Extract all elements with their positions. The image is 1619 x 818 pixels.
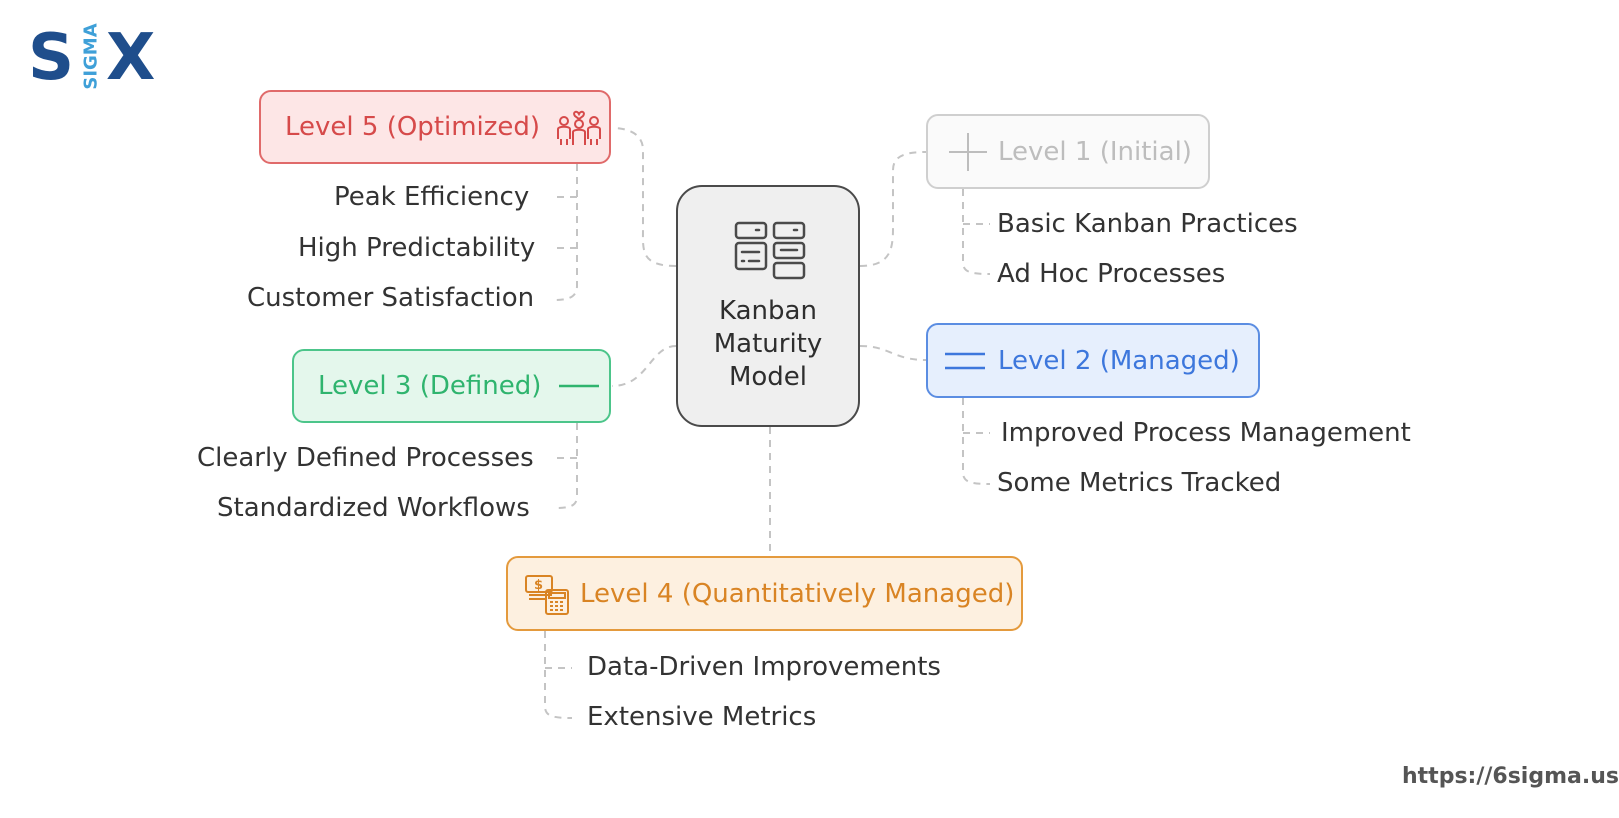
level2-title: Level 2 (Managed) — [998, 345, 1240, 376]
connector-center-level2 — [859, 345, 927, 361]
svg-text:$: $ — [534, 578, 543, 593]
level3-node: Level 3 (Defined) — [292, 349, 611, 423]
level4-item-data-driven-improvements: Data-Driven Improvements — [587, 652, 941, 682]
double-line-icon — [944, 350, 986, 372]
level5-item-high-predictability: High Predictability — [298, 233, 536, 263]
logo-sigma-text: SIGMA — [80, 23, 102, 90]
level2-item-improved-process-management: Improved Process Management — [1001, 418, 1411, 448]
team-heart-icon — [556, 107, 602, 147]
level1-item-ad-hoc-processes: Ad Hoc Processes — [997, 259, 1226, 289]
six-sigma-logo: S SIGMA X — [28, 21, 158, 96]
level1-item-basic-kanban-practices: Basic Kanban Practices — [997, 209, 1298, 239]
level1-node: Level 1 (Initial) — [926, 114, 1210, 189]
level1-title: Level 1 (Initial) — [998, 136, 1192, 167]
level5-item-customer-satisfaction: Customer Satisfaction — [247, 283, 535, 313]
kanban-board-icon — [734, 221, 806, 280]
level4-title: Level 4 (Quantitatively Managed) — [580, 578, 1015, 609]
level5-title: Level 5 (Optimized) — [285, 112, 541, 142]
logo-letter-x: X — [106, 21, 156, 95]
center-node-label: Kanban Maturity Model — [713, 296, 823, 392]
source-url[interactable]: https://6sigma.us — [1402, 764, 1619, 789]
connector-center-level1 — [859, 151, 927, 267]
level5-node: Level 5 (Optimized) — [259, 90, 611, 164]
logo-letter-s: S — [28, 21, 75, 95]
level4-node: $ Level 4 (Quantitatively Managed) — [506, 556, 1023, 631]
line-icon — [557, 381, 601, 391]
level5-item-peak-efficiency: Peak Efficiency — [334, 182, 530, 212]
plus-icon — [948, 132, 988, 172]
connector-center-level3 — [611, 345, 677, 387]
level3-title: Level 3 (Defined) — [318, 371, 542, 401]
connector-center-level5 — [611, 127, 677, 267]
money-calculator-icon: $ — [524, 572, 570, 616]
center-node-kanban-maturity-model: Kanban Maturity Model — [676, 185, 860, 427]
level3-item-standardized-workflows: Standardized Workflows — [217, 493, 530, 523]
level2-node: Level 2 (Managed) — [926, 323, 1260, 398]
level2-item-some-metrics-tracked: Some Metrics Tracked — [997, 468, 1282, 498]
level4-item-extensive-metrics: Extensive Metrics — [587, 702, 817, 732]
level3-item-clearly-defined-processes: Clearly Defined Processes — [197, 443, 534, 473]
